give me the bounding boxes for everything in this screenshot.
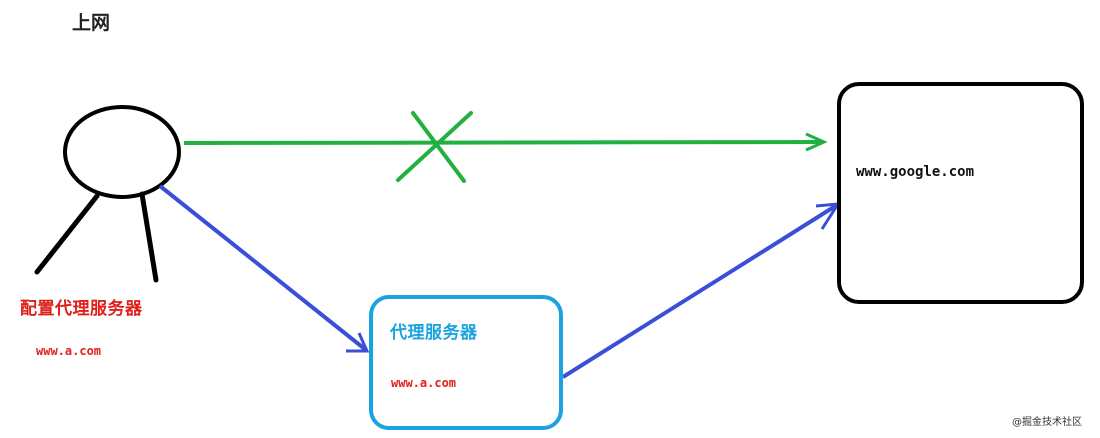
client-to-proxy-arrowhead bbox=[346, 332, 370, 353]
target-server-url: www.google.com bbox=[856, 164, 975, 180]
client-left-leg bbox=[34, 193, 100, 275]
client-url: www.a.com bbox=[36, 344, 102, 358]
diagram-title: 上网 bbox=[72, 12, 111, 34]
client-right-leg bbox=[139, 191, 159, 283]
client-head bbox=[63, 105, 181, 199]
blocked-cross-icon bbox=[396, 111, 473, 183]
proxy-to-target-line bbox=[561, 203, 839, 379]
direct-path-arrowhead bbox=[805, 132, 828, 152]
direct-path-line bbox=[183, 140, 823, 145]
client-label: 配置代理服务器 bbox=[20, 299, 143, 319]
proxy-server-url: www.a.com bbox=[391, 376, 457, 390]
client-to-proxy-line bbox=[158, 184, 368, 352]
proxy-server-label: 代理服务器 bbox=[390, 323, 478, 343]
proxy-server-box bbox=[369, 295, 563, 430]
watermark: @掘金技术社区 bbox=[1012, 417, 1082, 428]
target-server-box bbox=[837, 82, 1084, 304]
